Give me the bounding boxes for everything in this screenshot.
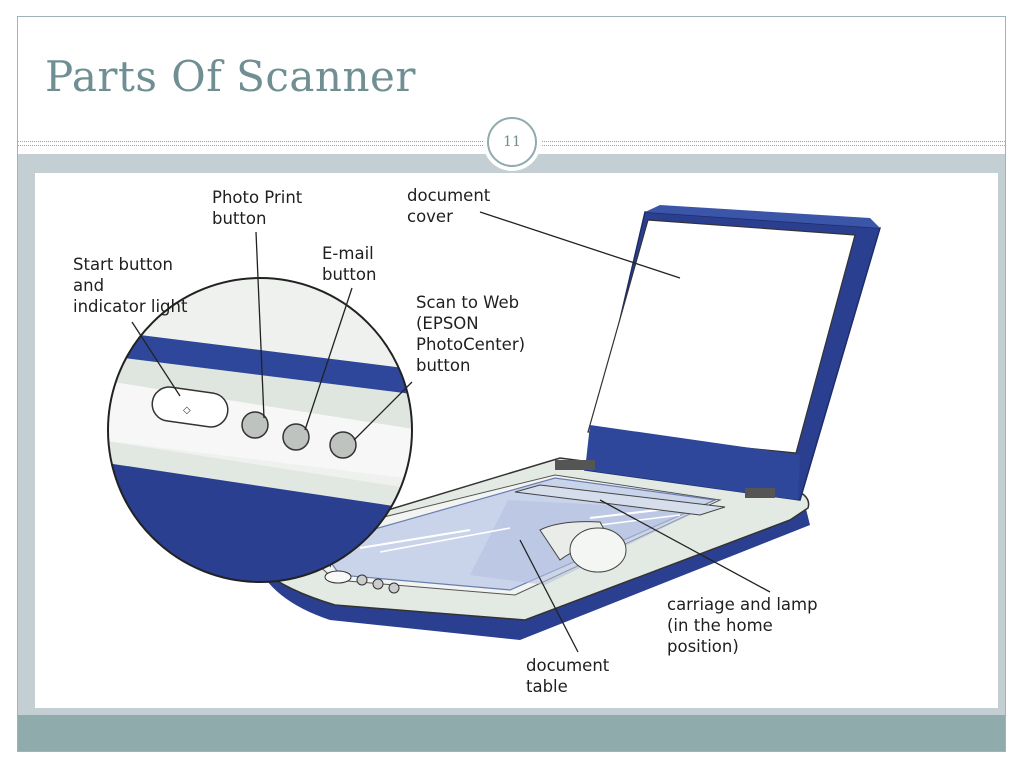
footer-band [18,715,1005,751]
carriage-and-lamp [514,484,726,573]
control-panel [324,570,400,594]
svg-text:◇: ◇ [183,405,191,416]
page-number: 11 [487,117,537,167]
slide-title: Parts Of Scanner [45,52,416,101]
leader-lines [131,211,771,653]
document-cover [555,205,881,501]
